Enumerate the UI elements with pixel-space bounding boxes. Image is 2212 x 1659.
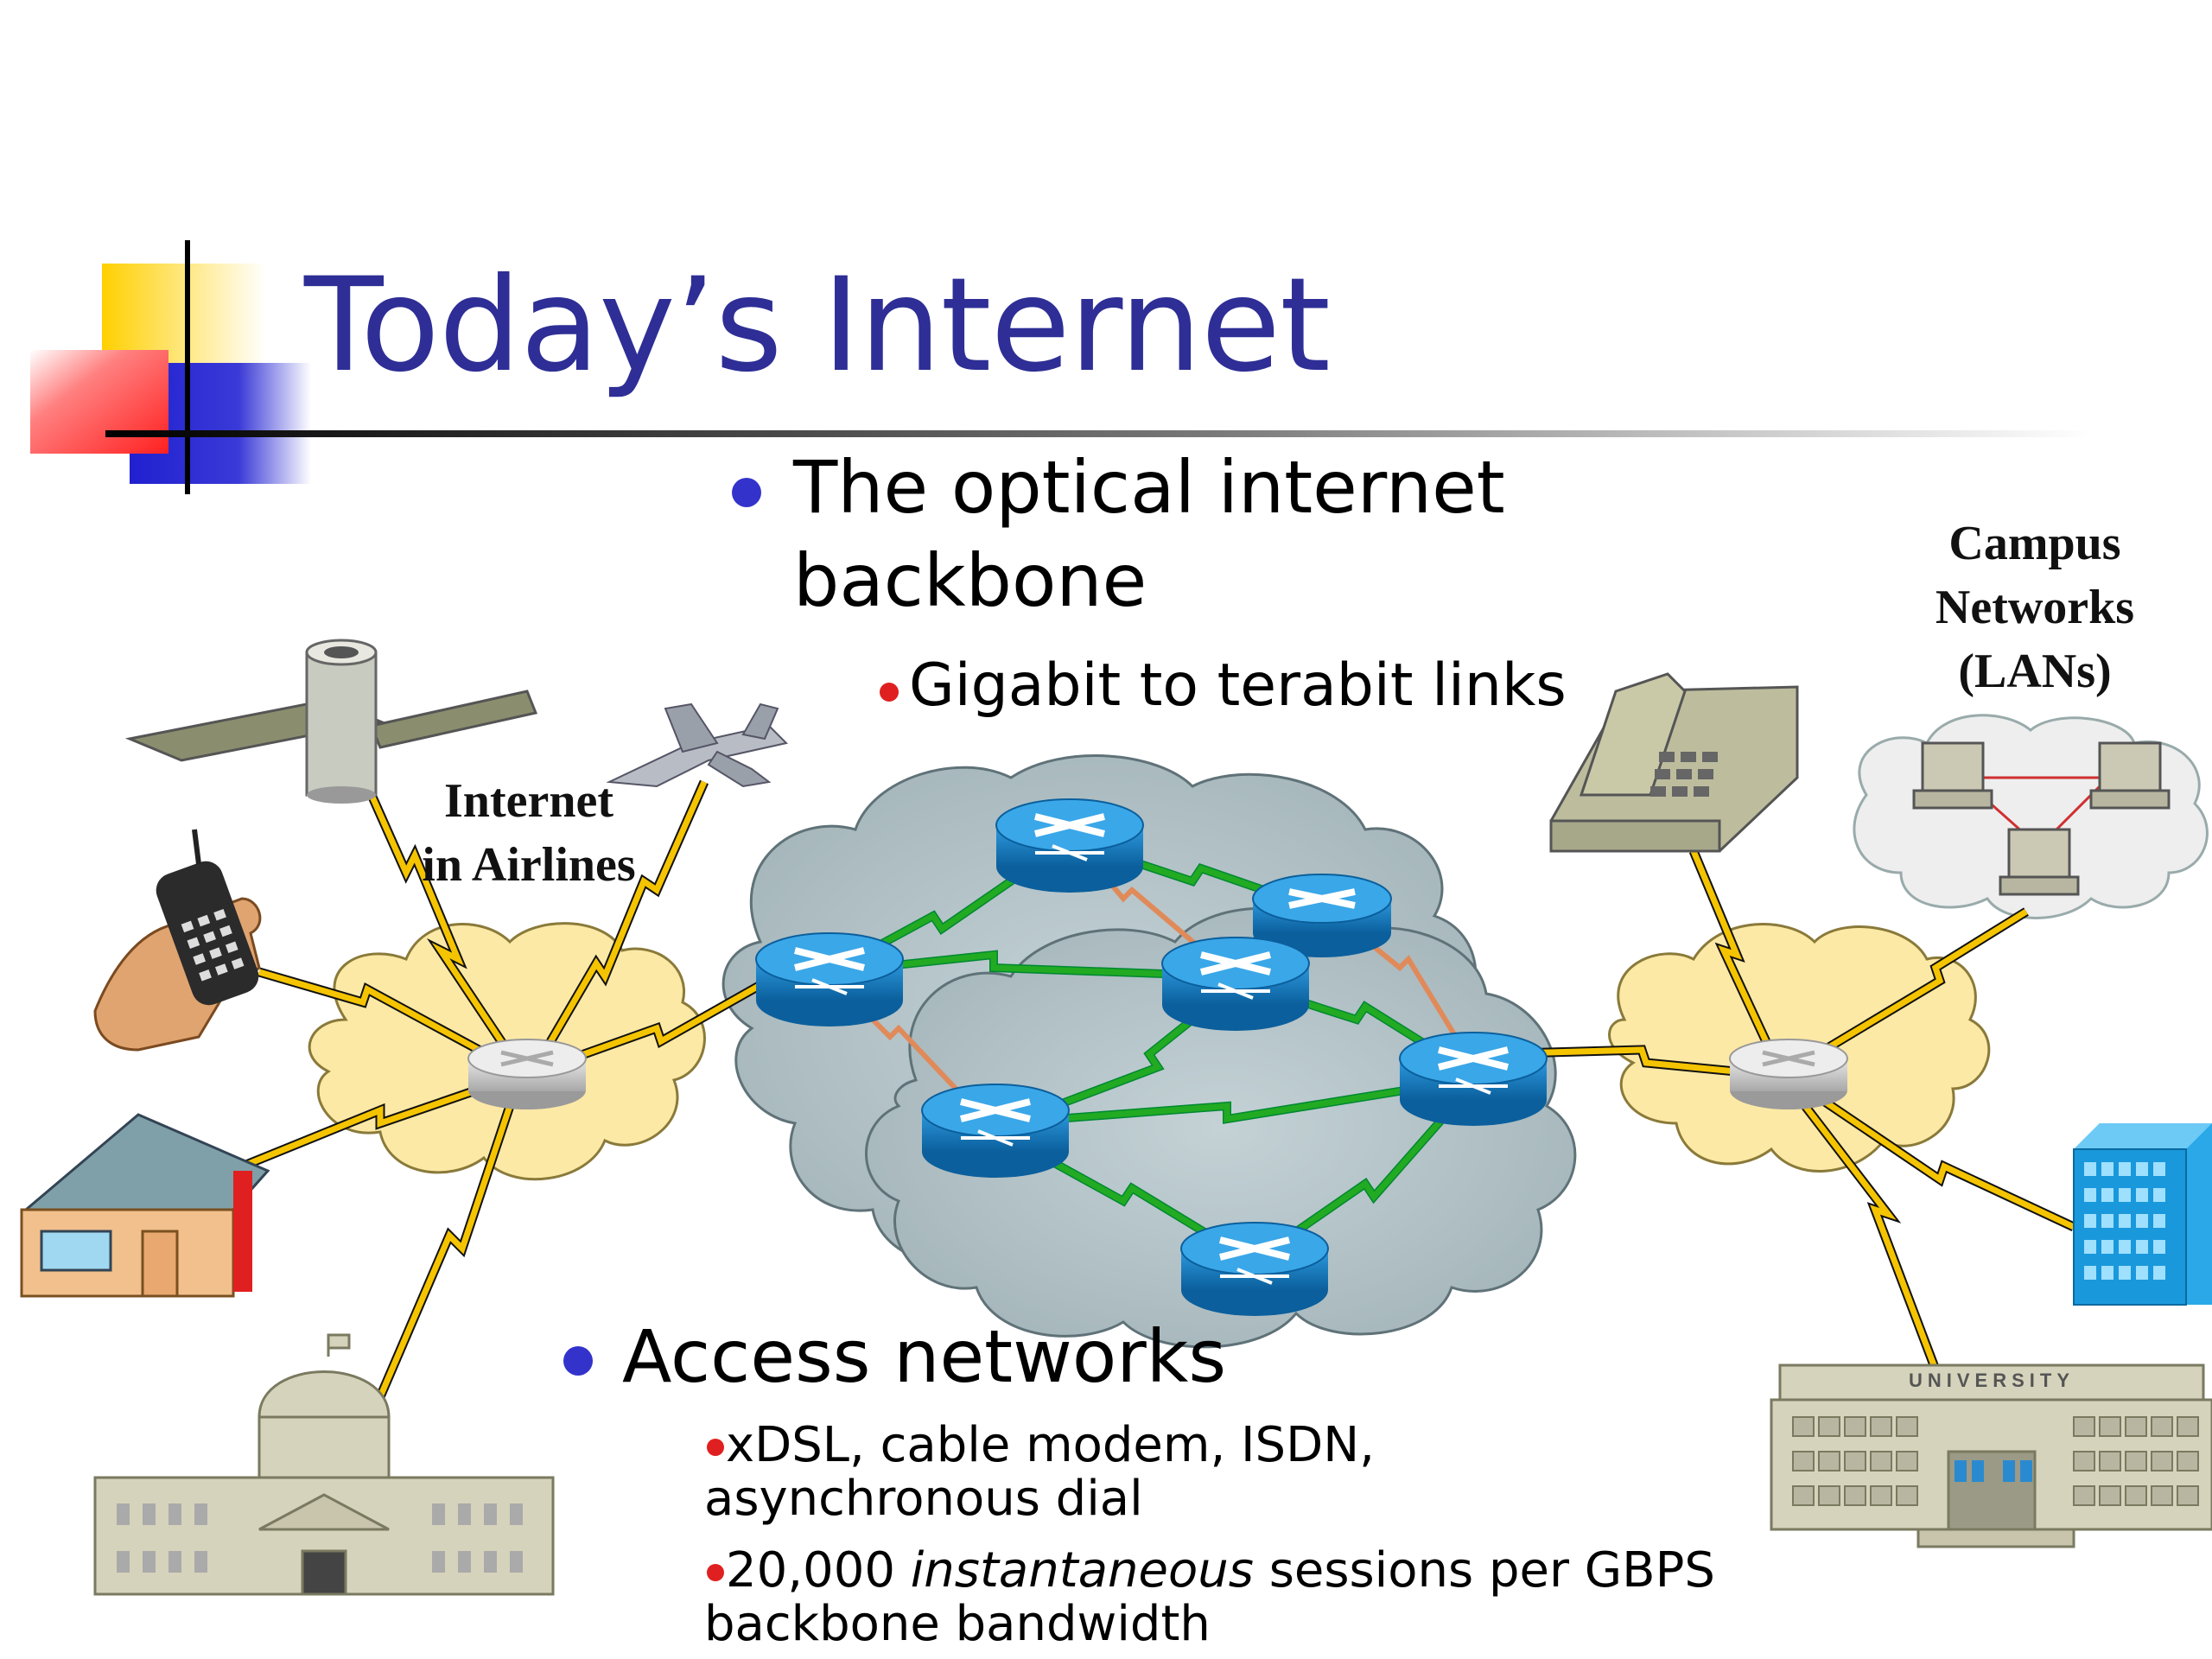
- bullet-dot-sessions: [707, 1564, 724, 1581]
- bullet-access-heading: Access networks: [622, 1314, 1227, 1399]
- label-internet-airlines-line2: in Airlines: [422, 838, 636, 892]
- government-building-icon: [93, 1333, 555, 1596]
- bullet-backbone-line2: backbone: [793, 538, 1147, 623]
- backbone-router: [1180, 1222, 1329, 1316]
- label-campus-networks: Campus Networks (LANs): [1901, 512, 2169, 703]
- slide-title: Today’s Internet: [304, 251, 1331, 401]
- bullet-dot-xdsl: [707, 1439, 724, 1456]
- label-campus-line1: Campus: [1948, 517, 2121, 570]
- label-campus-line2: Networks: [1935, 581, 2135, 634]
- backbone-router: [1399, 1032, 1548, 1126]
- mobile-phone-icon: [93, 829, 262, 1052]
- university-sign: UNIVERSITY: [1909, 1370, 2075, 1391]
- label-internet-airlines: Internet in Airlines: [399, 769, 658, 897]
- lan-computers-icon: [1912, 741, 2171, 896]
- house-icon: [20, 1113, 270, 1298]
- telephone-icon: [1549, 672, 1799, 853]
- backbone-router: [995, 798, 1144, 893]
- bullet-dot-access: [563, 1346, 593, 1376]
- access-router-right: [1729, 1039, 1848, 1109]
- bullet-gigabit: Gigabit to terabit links: [909, 652, 1567, 720]
- label-internet-airlines-line1: Internet: [444, 774, 613, 828]
- backbone-router: [1161, 937, 1310, 1031]
- backbone-router: [1252, 874, 1392, 957]
- office-building-icon: [2073, 1123, 2212, 1306]
- sessions-count: 20,000: [726, 1542, 911, 1599]
- bullet-dot-backbone: [732, 478, 761, 507]
- satellite-icon: [124, 639, 538, 804]
- backbone-router: [755, 932, 904, 1027]
- sessions-emphasis: instantaneous: [910, 1542, 1254, 1599]
- access-router-left: [467, 1039, 587, 1109]
- bullet-sessions-line1: 20,000 instantaneous sessions per GBPS: [726, 1543, 1715, 1599]
- bullet-xdsl-line1: xDSL, cable modem, ISDN,: [726, 1417, 1375, 1473]
- access-links: [239, 779, 2076, 1420]
- backbone-router: [921, 1084, 1070, 1178]
- bullet-sessions-line2: backbone bandwidth: [704, 1596, 1211, 1652]
- bullet-dot-gigabit: [880, 683, 899, 702]
- bullet-xdsl-line2: asynchronous dial: [704, 1471, 1143, 1527]
- sessions-rest: sessions per GBPS: [1253, 1542, 1715, 1599]
- university-building-icon: [1770, 1363, 2212, 1548]
- bullet-backbone-line1: The optical internet: [793, 445, 1505, 530]
- label-campus-line3: (LANs): [1958, 645, 2112, 698]
- airplane-icon: [606, 702, 788, 788]
